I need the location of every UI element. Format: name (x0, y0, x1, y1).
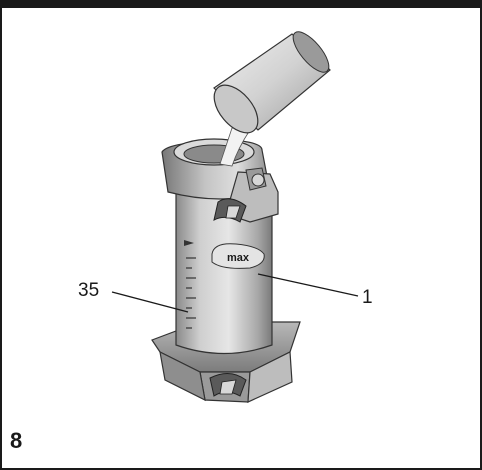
callout-1-label: 1 (362, 287, 373, 308)
callout-35-label: 35 (78, 280, 99, 301)
figure-number: 8 (10, 428, 23, 453)
measuring-scale (186, 257, 196, 329)
powder-stream (219, 127, 251, 167)
callout-1: 1 (257, 273, 373, 308)
pouring-cup (213, 31, 331, 134)
hopper-collar (161, 138, 279, 223)
max-text: max (227, 252, 250, 264)
callout-35: 35 (78, 280, 189, 313)
scale-arrow-icon (184, 240, 194, 246)
max-label: max (211, 243, 265, 269)
